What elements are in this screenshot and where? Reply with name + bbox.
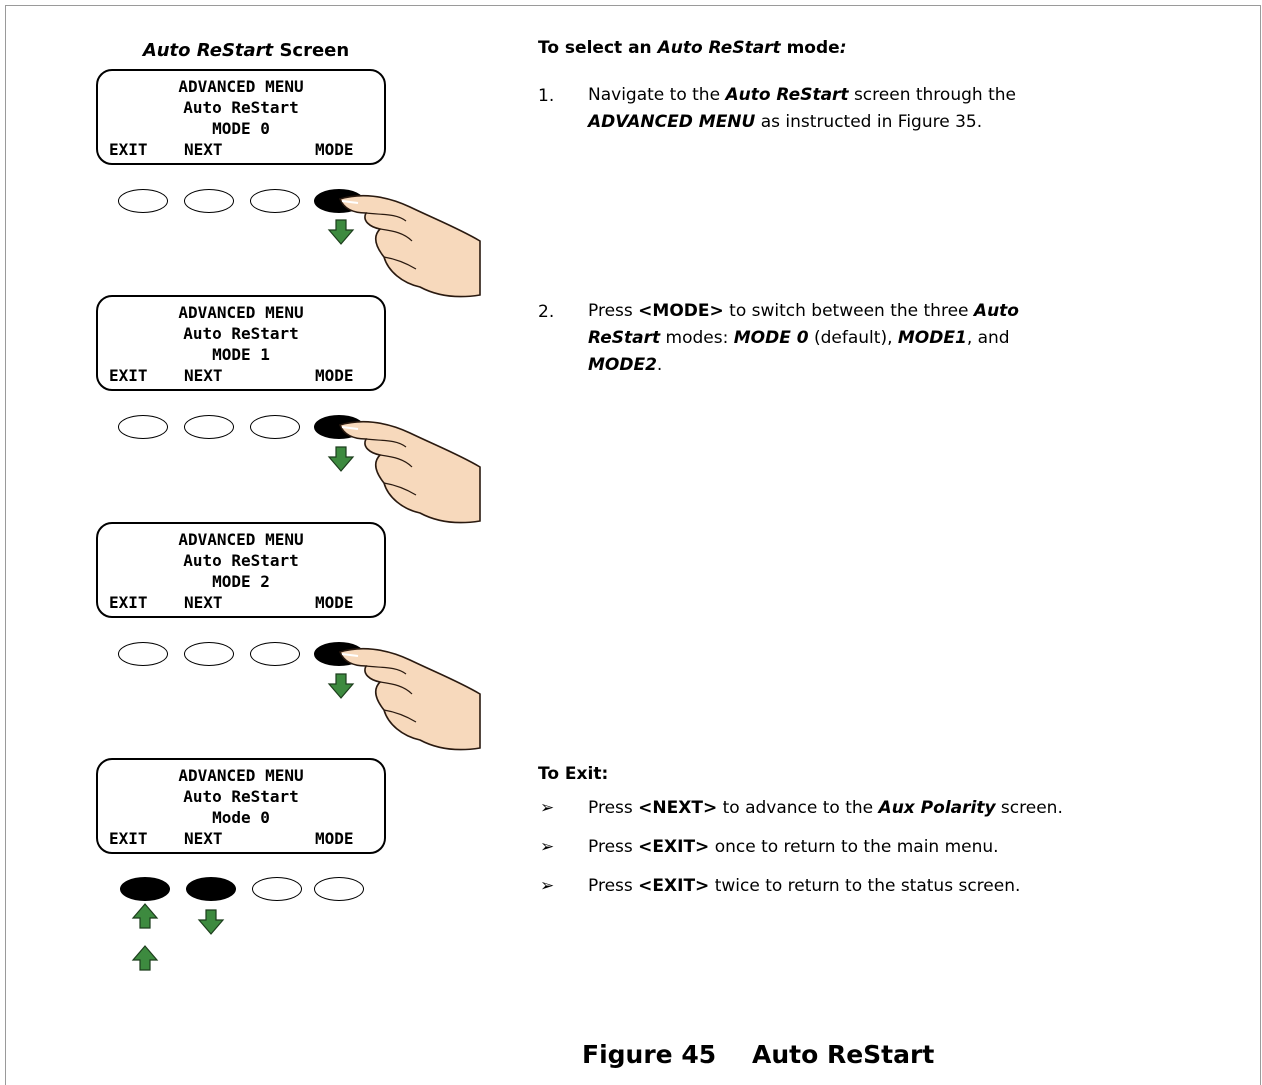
exit-bullet-3: Press <EXIT> twice to return to the stat…	[588, 876, 1021, 896]
keypad-button-4[interactable]	[314, 877, 364, 901]
screen-caption: Auto ReStart Screen	[96, 40, 396, 61]
select-mode-heading: To select an Auto ReStart mode:	[538, 38, 847, 58]
lcd-screen: ADVANCED MENU Auto ReStart MODE 0 EXIT N…	[96, 69, 386, 165]
lcd-softkey-mode: MODE	[315, 593, 354, 612]
lcd-line-1: ADVANCED MENU	[178, 530, 304, 549]
step-2-text: Press <MODE> to switch between the three…	[588, 301, 1019, 375]
step-2-number: 2.	[538, 302, 555, 322]
lcd-line-3: MODE 0	[212, 119, 270, 138]
exit-heading: To Exit:	[538, 764, 609, 784]
figure-number: Figure 45	[582, 1040, 717, 1069]
lcd-line-1: ADVANCED MENU	[178, 77, 304, 96]
lcd-softkey-next: NEXT	[184, 140, 223, 159]
bullet-arrow-icon: ➢	[540, 876, 555, 896]
step-1-text: Navigate to the Auto ReStart screen thro…	[588, 85, 1016, 132]
lcd-line-1: ADVANCED MENU	[178, 303, 304, 322]
lcd-softkey-mode: MODE	[315, 140, 354, 159]
keypad-button-1[interactable]	[120, 877, 170, 901]
screen-caption-rest: Screen	[273, 40, 350, 61]
lcd-softkey-exit: EXIT	[109, 366, 148, 385]
pointing-hand-icon	[339, 647, 481, 751]
arrow-down-icon	[328, 446, 354, 472]
bullet-arrow-icon: ➢	[540, 837, 555, 857]
lcd-line-3: MODE 1	[212, 345, 270, 364]
keypad-button-3[interactable]	[250, 642, 300, 666]
lcd-softkey-exit: EXIT	[109, 829, 148, 848]
lcd-screen: ADVANCED MENU Auto ReStart MODE 2 EXIT N…	[96, 522, 386, 618]
keypad-button-2[interactable]	[184, 189, 234, 213]
lcd-softkey-next: NEXT	[184, 829, 223, 848]
keypad-button-1[interactable]	[118, 189, 168, 213]
arrow-down-icon	[198, 909, 224, 935]
keypad-button-1[interactable]	[118, 415, 168, 439]
exit-bullet-1: Press <NEXT> to advance to the Aux Polar…	[588, 798, 1063, 818]
lcd-screen: ADVANCED MENU Auto ReStart MODE 1 EXIT N…	[96, 295, 386, 391]
arrow-up-icon	[132, 945, 158, 971]
arrow-up-icon	[132, 903, 158, 929]
exit-bullet-2: Press <EXIT> once to return to the main …	[588, 837, 999, 857]
lcd-softkey-next: NEXT	[184, 366, 223, 385]
screen-caption-italic: Auto ReStart	[142, 40, 274, 61]
keypad-button-2[interactable]	[184, 415, 234, 439]
lcd-softkey-mode: MODE	[315, 366, 354, 385]
lcd-line-2: Auto ReStart	[183, 551, 299, 570]
arrow-down-icon	[328, 673, 354, 699]
lcd-line-2: Auto ReStart	[183, 98, 299, 117]
keypad-button-2[interactable]	[186, 877, 236, 901]
lcd-line-2: Auto ReStart	[183, 324, 299, 343]
lcd-softkey-next: NEXT	[184, 593, 223, 612]
lcd-softkey-mode: MODE	[315, 829, 354, 848]
bullet-arrow-icon: ➢	[540, 798, 555, 818]
lcd-line-2: Auto ReStart	[183, 787, 299, 806]
lcd-softkey-exit: EXIT	[109, 140, 148, 159]
lcd-screen: ADVANCED MENU Auto ReStart Mode 0 EXIT N…	[96, 758, 386, 854]
keypad-button-3[interactable]	[252, 877, 302, 901]
lcd-line-1: ADVANCED MENU	[178, 766, 304, 785]
figure-title: Auto ReStart	[752, 1040, 935, 1069]
keypad-button-3[interactable]	[250, 189, 300, 213]
keypad-button-3[interactable]	[250, 415, 300, 439]
step-1-number: 1.	[538, 86, 555, 106]
keypad-button-2[interactable]	[184, 642, 234, 666]
pointing-hand-icon	[339, 194, 481, 298]
lcd-line-3: MODE 2	[212, 572, 270, 591]
page-frame	[5, 5, 1261, 1085]
arrow-down-icon	[328, 219, 354, 245]
lcd-softkey-exit: EXIT	[109, 593, 148, 612]
lcd-line-3: Mode 0	[212, 808, 270, 827]
pointing-hand-icon	[339, 420, 481, 524]
keypad-button-1[interactable]	[118, 642, 168, 666]
